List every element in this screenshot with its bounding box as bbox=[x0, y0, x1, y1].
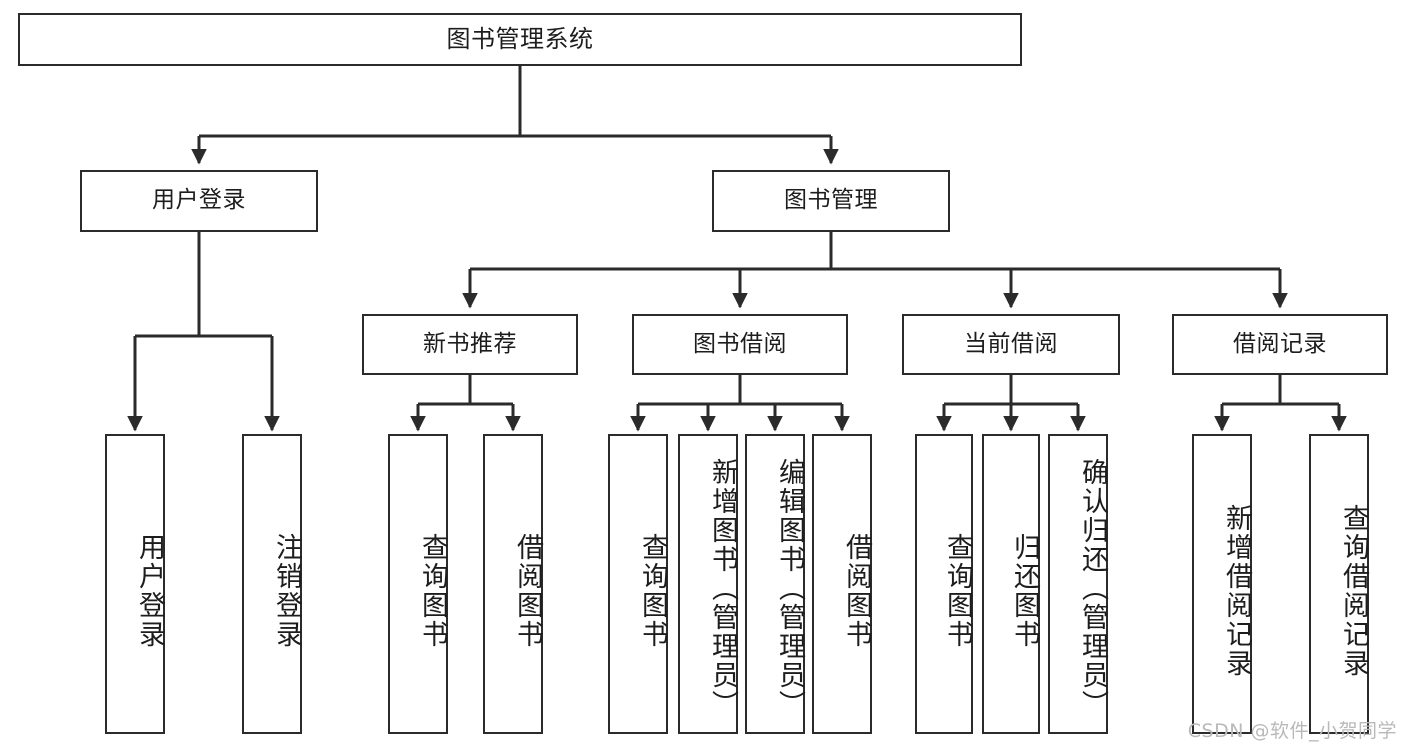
leaf-book-borrow-borrow[interactable]: 借阅图书 bbox=[812, 434, 872, 734]
leaf-new-book-query[interactable]: 查询图书 bbox=[388, 434, 448, 734]
csdn-watermark: CSDN @软件_小贺同学 bbox=[1187, 720, 1397, 742]
node-book-management[interactable]: 图书管理 bbox=[712, 170, 950, 232]
leaf-book-borrow-query[interactable]: 查询图书 bbox=[608, 434, 668, 734]
leaf-borrow-record-add[interactable]: 新增借阅记录 bbox=[1192, 434, 1252, 734]
leaf-borrow-record-query[interactable]: 查询借阅记录 bbox=[1309, 434, 1369, 734]
node-user-login[interactable]: 用户登录 bbox=[80, 170, 318, 232]
leaf-book-borrow-add[interactable]: 新增图书（管理员） bbox=[678, 434, 738, 734]
node-current-borrow[interactable]: 当前借阅 bbox=[902, 314, 1120, 375]
leaf-book-borrow-edit[interactable]: 编辑图书（管理员） bbox=[745, 434, 805, 734]
leaf-user-login-logout[interactable]: 注销登录 bbox=[242, 434, 302, 734]
node-root-system[interactable]: 图书管理系统 bbox=[18, 13, 1022, 66]
leaf-current-borrow-query[interactable]: 查询图书 bbox=[915, 434, 973, 734]
leaf-user-login-login[interactable]: 用户登录 bbox=[105, 434, 165, 734]
leaf-current-borrow-confirm-return[interactable]: 确认归还（管理员） bbox=[1048, 434, 1108, 734]
node-new-book-recommend[interactable]: 新书推荐 bbox=[362, 314, 578, 375]
node-book-borrow[interactable]: 图书借阅 bbox=[632, 314, 848, 375]
leaf-current-borrow-return[interactable]: 归还图书 bbox=[982, 434, 1040, 734]
leaf-new-book-borrow[interactable]: 借阅图书 bbox=[483, 434, 543, 734]
node-borrow-record[interactable]: 借阅记录 bbox=[1172, 314, 1388, 375]
